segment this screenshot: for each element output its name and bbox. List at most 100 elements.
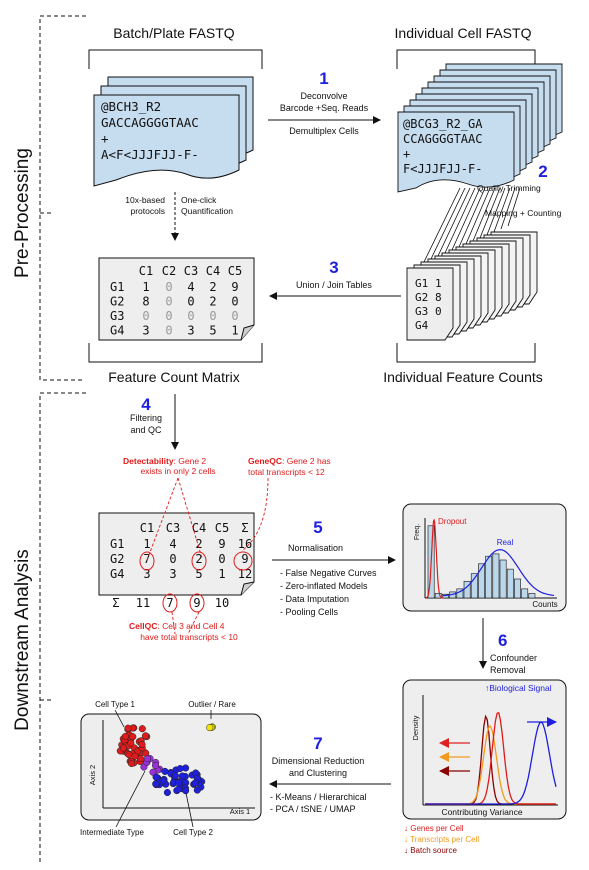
matrix1-cell: 0 (165, 280, 172, 294)
matrix2-cell: 16 (238, 537, 252, 551)
matrix2-cell: 9 (241, 552, 248, 566)
step-7-line1: Dimensional Reduction (272, 756, 365, 766)
norm-plot-counts: Counts (532, 600, 557, 609)
confounder-density: Density (411, 715, 420, 740)
fastq-cell-stack (397, 63, 563, 193)
count-value: 8 (435, 291, 442, 304)
cluster-point-type2 (174, 779, 183, 787)
step-1-line1: Deconvolve (300, 91, 347, 101)
matrix1-cell: 1 (142, 280, 149, 294)
fan-line (423, 187, 461, 263)
qc-detect-bold: Detectability (123, 456, 174, 466)
cluster-point-type2 (193, 786, 201, 794)
matrix1-cell: 0 (231, 295, 238, 309)
filtered-matrix-card (98, 512, 255, 596)
fastq-cell-line: + (403, 147, 410, 161)
bracket-counts (396, 343, 536, 363)
matrix1-cell: 0 (231, 309, 238, 323)
matrix1-col-header: C5 (228, 264, 242, 278)
count-card-stack (406, 231, 538, 341)
fastq-batch-line: GACCAGGGGTAAC (101, 115, 199, 130)
matrix2-col-header: C3 (166, 521, 180, 535)
fastq-cell-card (397, 111, 515, 193)
cluster-point-type2 (152, 780, 160, 788)
step-1-number: 1 (319, 69, 328, 88)
matrix2-col-header: Σ (241, 521, 248, 535)
section-label-down: Downstream Analysis (12, 549, 33, 731)
matrix2-cell: 0 (169, 552, 176, 566)
step-2-number: 2 (538, 162, 547, 181)
cluster-outlier: Outlier / Rare (188, 700, 236, 709)
fan-line (479, 187, 501, 239)
matrix1-cell: 0 (187, 309, 194, 323)
fastq-batch-line: + (101, 131, 109, 146)
svg-text:Detectability: Gene 2: Detectability: Gene 2 (123, 456, 206, 466)
step-5-bullet: - Pooling Cells (280, 607, 339, 617)
step-6-line2: Removal (490, 665, 526, 675)
norm-bar (506, 568, 514, 599)
cluster-point-type1 (124, 724, 132, 732)
qc-detect-rest: : Gene 2 (174, 456, 207, 466)
fan-line (430, 187, 466, 260)
matrix2-row-label: G2 (110, 552, 124, 566)
step-1-line3: Demultiplex Cells (289, 126, 359, 136)
fan-line (486, 187, 506, 236)
matrix2-cell: 1 (218, 567, 225, 581)
matrix2-col-header: C5 (215, 521, 229, 535)
matrix1-cell: 0 (209, 309, 216, 323)
norm-bar (499, 559, 507, 599)
matrix1-cell: 0 (165, 295, 172, 309)
qc-gene-line2: total transcripts < 12 (248, 467, 325, 477)
count-gene: G4 (415, 319, 429, 332)
cluster-point-type2 (171, 772, 180, 780)
qc-gene-rest: : Gene 2 has (282, 456, 331, 466)
fan-line (465, 187, 491, 245)
norm-plot-real: Real (497, 538, 514, 547)
step-7-number: 7 (313, 734, 322, 753)
matrix2-cell: 4 (169, 537, 176, 551)
norm-bar (492, 553, 500, 599)
cluster-point-intermediate (143, 755, 152, 763)
cluster-panel (80, 713, 262, 821)
tenx-line2: protocols (131, 206, 166, 216)
matrix1-cell: 2 (209, 280, 216, 294)
matrix2-cell: 3 (169, 567, 176, 581)
section-divider-down (39, 392, 86, 864)
norm-plot-dropout: Dropout (438, 517, 467, 526)
matrix1-cell: 9 (231, 280, 238, 294)
svg-text:@BCH3_R2 GACCAGGGGTAAC: @BCH3_R2 GACCAGGGGTAAC + A<F<JJJFJJ-F- (101, 99, 206, 162)
fastq-batch-line: @BCH3_R2 (101, 99, 161, 114)
norm-bar (528, 593, 536, 599)
norm-real-curve (442, 548, 555, 597)
qc-cell-rest: : Cell 3 and Cell 4 (157, 621, 224, 631)
count-value: 0 (435, 305, 442, 318)
matrix2-cell: 1 (143, 537, 150, 551)
matrix1-cell: 3 (187, 324, 194, 338)
norm-bar (521, 588, 529, 599)
matrix2-cell: 5 (195, 567, 202, 581)
qc-connectors (146, 477, 269, 635)
matrix2-sum-cell: Σ (112, 596, 119, 610)
cluster-point-type1 (141, 732, 150, 740)
svg-text:CellQC: Cell 3 and Cell 4: CellQC: Cell 3 and Cell 4 (129, 621, 225, 631)
step-5-bullet: - Data Imputation (280, 594, 349, 604)
cluster-point-type1 (131, 752, 139, 760)
cluster-axis1: Axis 1 (230, 807, 250, 816)
header-batch: Batch/Plate FASTQ (113, 25, 234, 41)
cluster-point-type1 (138, 725, 146, 733)
count-gene: G2 (415, 291, 428, 304)
cluster-point-type1 (125, 751, 133, 759)
step-4-line1: Filtering (130, 413, 162, 423)
norm-bar (485, 555, 493, 599)
step-5-number: 5 (313, 518, 322, 537)
qc-detect-line2: exists in only 2 cells (140, 466, 215, 476)
matrix2-cell: 2 (195, 552, 202, 566)
norm-dropout-curve (425, 518, 444, 599)
matrix2-sum-cell: 10 (215, 596, 229, 610)
step-3-line1: Union / Join Tables (296, 280, 372, 290)
bracket-batch (88, 49, 263, 69)
matrix2-col-header: C1 (140, 521, 154, 535)
step-6-number: 6 (498, 631, 507, 650)
cluster-leader-intermediate (115, 770, 146, 828)
